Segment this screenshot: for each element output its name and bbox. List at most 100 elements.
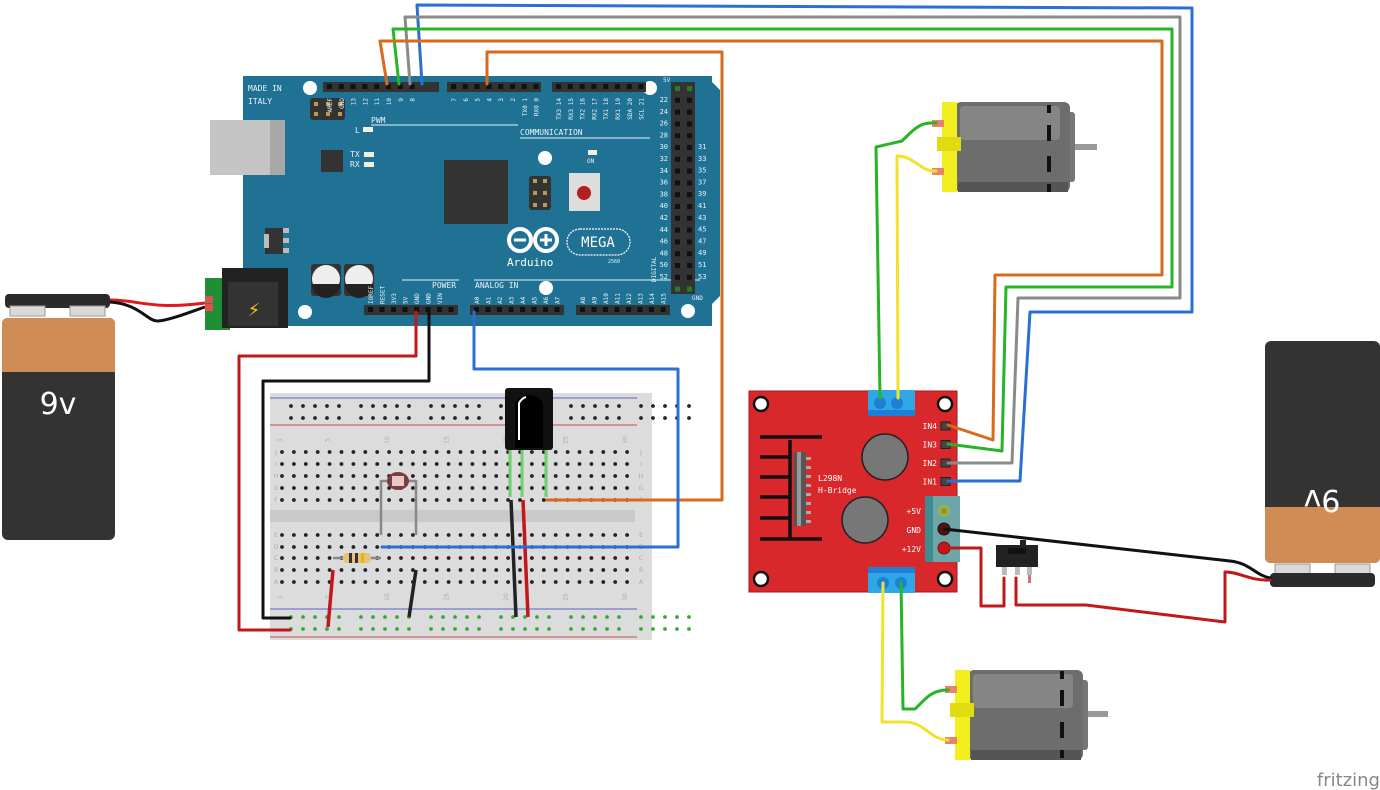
breadboard-hole[interactable]: [458, 498, 463, 502]
breadboard-hole[interactable]: [292, 533, 296, 537]
breadboard-hole[interactable]: [280, 462, 284, 466]
breadboard-hole[interactable]: [541, 580, 546, 584]
breadboard-hole[interactable]: [613, 450, 618, 454]
header-pin[interactable]: [687, 286, 692, 292]
breadboard-hole[interactable]: [395, 416, 399, 420]
breadboard-hole[interactable]: [411, 486, 415, 490]
breadboard-hole[interactable]: [292, 486, 296, 490]
header-pin[interactable]: [626, 307, 631, 312]
breadboard-hole[interactable]: [422, 450, 427, 454]
breadboard-hole[interactable]: [458, 486, 463, 490]
breadboard-hole[interactable]: [601, 462, 606, 466]
breadboard-hole[interactable]: [301, 627, 305, 631]
breadboard-hole[interactable]: [339, 474, 344, 478]
header-pin[interactable]: [675, 251, 680, 257]
breadboard-hole[interactable]: [387, 450, 391, 454]
header-pin[interactable]: [675, 239, 680, 245]
breadboard-hole[interactable]: [663, 615, 667, 619]
breadboard-hole[interactable]: [494, 462, 499, 466]
breadboard-hole[interactable]: [292, 450, 296, 454]
breadboard-hole[interactable]: [577, 568, 582, 572]
breadboard-hole[interactable]: [351, 462, 356, 466]
breadboard-hole[interactable]: [359, 416, 363, 420]
breadboard-hole[interactable]: [339, 533, 344, 537]
header-pin[interactable]: [603, 307, 608, 312]
breadboard-hole[interactable]: [292, 545, 296, 549]
breadboard-hole[interactable]: [541, 498, 546, 502]
breadboard-hole[interactable]: [315, 474, 320, 478]
breadboard-hole[interactable]: [565, 533, 570, 537]
breadboard-hole[interactable]: [494, 498, 499, 502]
breadboard-hole[interactable]: [399, 462, 403, 466]
breadboard-hole[interactable]: [465, 404, 469, 408]
breadboard-hole[interactable]: [482, 450, 487, 454]
header-pin[interactable]: [533, 84, 539, 89]
breadboard-hole[interactable]: [530, 498, 534, 502]
breadboard-hole[interactable]: [280, 556, 284, 560]
breadboard-hole[interactable]: [327, 545, 332, 549]
breadboard-hole[interactable]: [375, 462, 380, 466]
breadboard-hole[interactable]: [387, 580, 391, 584]
breadboard-hole[interactable]: [470, 462, 475, 466]
breadboard-hole[interactable]: [351, 474, 356, 478]
header-pin[interactable]: [362, 84, 368, 89]
breadboard-hole[interactable]: [601, 474, 606, 478]
breadboard-hole[interactable]: [617, 404, 621, 408]
breadboard-hole[interactable]: [422, 533, 427, 537]
breadboard-hole[interactable]: [339, 462, 344, 466]
breadboard-hole[interactable]: [351, 486, 356, 490]
breadboard-hole[interactable]: [407, 416, 411, 420]
breadboard-hole[interactable]: [470, 474, 475, 478]
breadboard-hole[interactable]: [589, 462, 594, 466]
breadboard-hole[interactable]: [383, 404, 387, 408]
header-pin[interactable]: [675, 121, 680, 127]
breadboard-hole[interactable]: [482, 462, 487, 466]
breadboard-hole[interactable]: [613, 556, 618, 560]
header-pin[interactable]: [687, 263, 692, 268]
breadboard-hole[interactable]: [303, 498, 308, 502]
breadboard-hole[interactable]: [280, 450, 284, 454]
breadboard-hole[interactable]: [530, 450, 534, 454]
header-pin[interactable]: [687, 204, 692, 209]
breadboard-hole[interactable]: [458, 568, 463, 572]
breadboard-hole[interactable]: [351, 498, 356, 502]
header-pin[interactable]: [498, 84, 504, 89]
breadboard-hole[interactable]: [565, 462, 570, 466]
header-pin[interactable]: [675, 109, 680, 115]
breadboard-hole[interactable]: [625, 580, 629, 584]
breadboard-hole[interactable]: [687, 615, 691, 619]
breadboard-hole[interactable]: [518, 580, 522, 584]
breadboard-hole[interactable]: [577, 450, 582, 454]
breadboard-hole[interactable]: [375, 580, 380, 584]
breadboard-hole[interactable]: [518, 498, 522, 502]
breadboard-hole[interactable]: [530, 462, 534, 466]
header-pin[interactable]: [687, 156, 692, 162]
header-pin[interactable]: [521, 84, 527, 89]
breadboard-hole[interactable]: [458, 474, 463, 478]
breadboard-hole[interactable]: [530, 533, 534, 537]
breadboard-hole[interactable]: [375, 486, 380, 490]
breadboard-hole[interactable]: [387, 462, 391, 466]
breadboard-hole[interactable]: [625, 462, 629, 466]
breadboard-hole[interactable]: [639, 404, 643, 408]
breadboard-hole[interactable]: [375, 474, 380, 478]
header-pin[interactable]: [397, 84, 403, 89]
header-pin[interactable]: [409, 84, 415, 89]
breadboard-hole[interactable]: [434, 533, 439, 537]
header-pin[interactable]: [675, 215, 680, 221]
breadboard-hole[interactable]: [506, 498, 510, 502]
breadboard-hole[interactable]: [470, 533, 475, 537]
breadboard-hole[interactable]: [339, 568, 344, 572]
breadboard-hole[interactable]: [446, 486, 451, 490]
breadboard-hole[interactable]: [289, 416, 293, 420]
breadboard-hole[interactable]: [359, 404, 363, 408]
breadboard-hole[interactable]: [446, 462, 451, 466]
breadboard-hole[interactable]: [499, 416, 503, 420]
header-pin[interactable]: [687, 192, 692, 198]
breadboard-hole[interactable]: [565, 580, 570, 584]
breadboard-hole[interactable]: [482, 486, 487, 490]
breadboard-hole[interactable]: [613, 580, 618, 584]
breadboard-hole[interactable]: [411, 450, 415, 454]
breadboard-hole[interactable]: [523, 627, 527, 631]
header-pin[interactable]: [474, 307, 479, 312]
